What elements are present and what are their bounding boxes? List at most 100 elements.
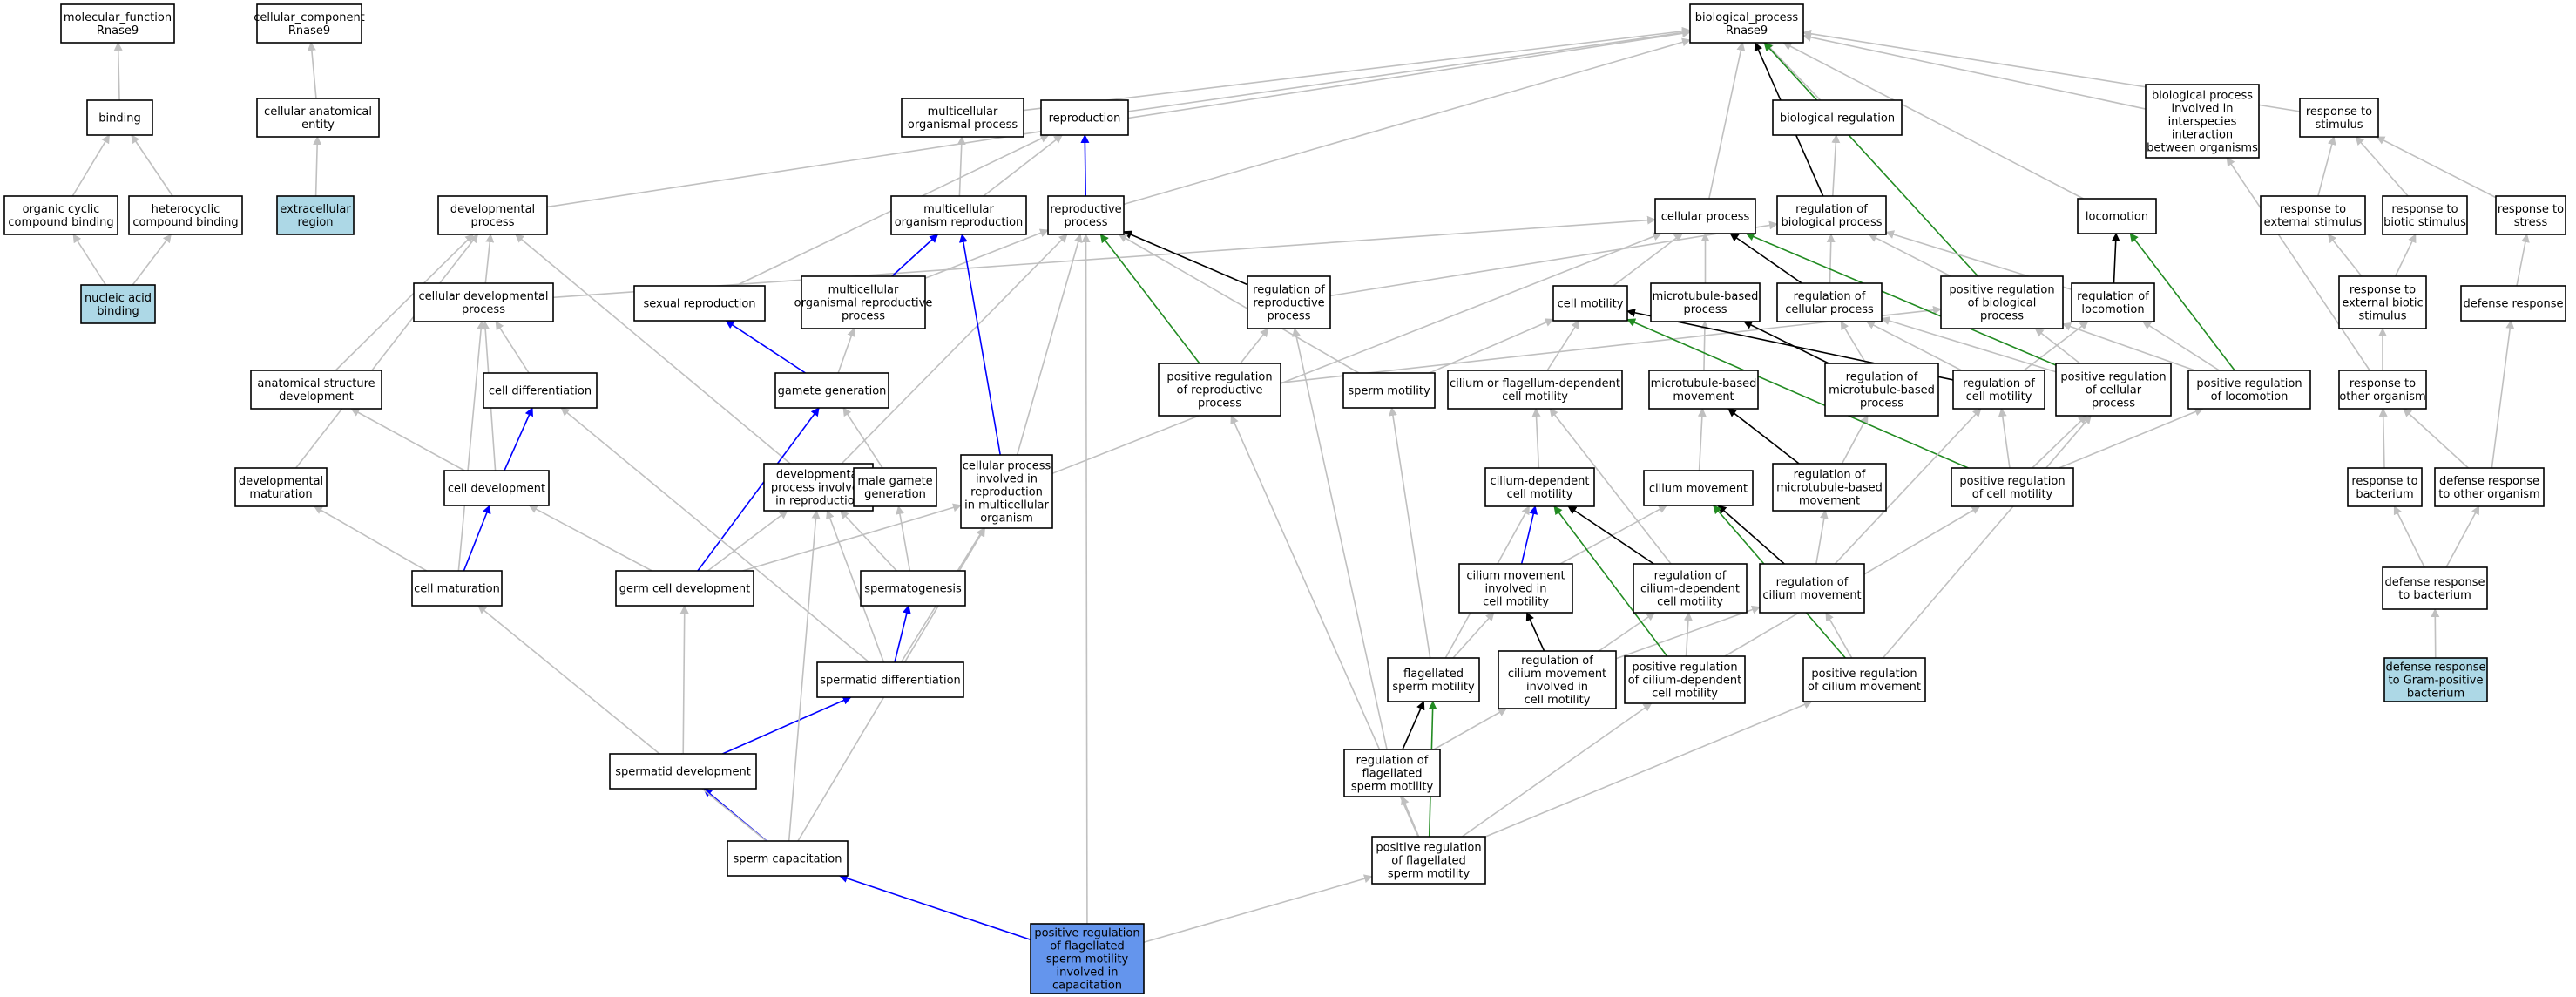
node-cell-mat[interactable]: cell maturation xyxy=(411,570,503,607)
node-label-line: process xyxy=(1198,397,1241,410)
node-reproduction[interactable]: reproduction xyxy=(1040,99,1129,136)
edge-is-a xyxy=(2023,321,2089,371)
node-box xyxy=(80,284,156,324)
node-label-line: cellular developmental xyxy=(419,290,549,303)
edge-is-a xyxy=(313,505,428,572)
node-gamete-gen[interactable]: gamete generation xyxy=(774,372,889,409)
node-germ-cell-dev[interactable]: germ cell development xyxy=(615,570,754,607)
node-box xyxy=(234,467,328,507)
node-label-line: involved in xyxy=(1526,681,1588,694)
node-cell-dev[interactable]: cell development xyxy=(443,470,550,506)
node-locomotion[interactable]: locomotion xyxy=(2077,198,2157,234)
node-cell-diff[interactable]: cell differentiation xyxy=(483,372,598,409)
edge-is-a xyxy=(896,505,911,572)
node-label-line: process involved xyxy=(771,482,866,495)
node-spermatogenesis[interactable]: spermatogenesis xyxy=(860,570,966,607)
node-box xyxy=(2071,282,2155,322)
node-spermatid-diff[interactable]: spermatid differentiation xyxy=(816,661,964,698)
node-label-line: involved in xyxy=(1056,966,1118,980)
edge-is-a xyxy=(1697,408,1707,471)
node-bio-reg[interactable]: biological regulation xyxy=(1772,99,1903,136)
node-box xyxy=(2338,275,2427,329)
node-sperm-cap[interactable]: sperm capacitation xyxy=(727,840,849,877)
node-cell-motility[interactable]: cell motility xyxy=(1552,285,1628,322)
node-label-line: compound binding xyxy=(8,216,113,229)
node-sperm-mot[interactable]: sperm motility xyxy=(1342,372,1436,409)
node-box xyxy=(2383,657,2488,702)
node-label-line: cilium-dependent xyxy=(1640,583,1740,596)
edge-is-a xyxy=(1764,42,1822,101)
node-binding[interactable]: binding xyxy=(86,99,153,136)
node-cell-proc[interactable]: cellular process xyxy=(1654,198,1756,234)
node-box xyxy=(1247,275,1331,329)
node-cilium-mov[interactable]: cilium movement xyxy=(1643,470,1754,506)
node-spermatid-dev[interactable]: spermatid development xyxy=(609,753,757,790)
node-label-line: involved in xyxy=(1484,583,1546,596)
node-label-line: positive regulation xyxy=(1376,842,1481,855)
node-label-line: positive regulation xyxy=(1949,284,2054,297)
edge-is-a xyxy=(840,510,897,572)
node-sexual-repro[interactable]: sexual reproduction xyxy=(633,285,766,322)
node-box xyxy=(60,3,175,44)
node-label-line: response to xyxy=(2306,105,2372,119)
edge-is-a xyxy=(1531,408,1541,469)
edge-is-a xyxy=(2403,408,2469,469)
node-defense-resp[interactable]: defense response xyxy=(2460,285,2566,322)
